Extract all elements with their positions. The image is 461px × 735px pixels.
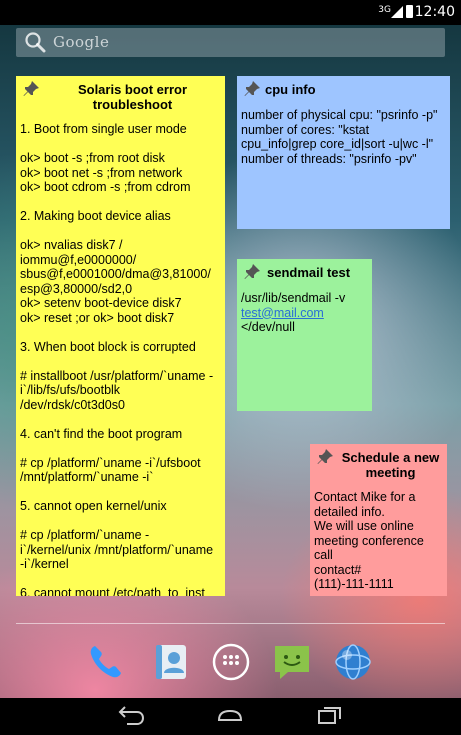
note-title: Solaris boot error troubleshoot [77,82,188,112]
sticky-note-sendmail[interactable]: sendmail test /usr/lib/sendmail -v test@… [237,259,372,411]
sticky-note-meeting[interactable]: Schedule a new meeting Contact Mike for … [310,444,447,596]
google-search-bar[interactable]: Google [16,28,445,57]
pin-icon [317,449,333,464]
signal-strength-icon [391,6,403,18]
browser-icon[interactable] [333,642,373,682]
email-link[interactable]: test@mail.com [241,305,324,320]
note-body: 1. Boot from single user mode ok> boot -… [20,122,214,596]
note-body: number of physical cpu: "psrinfo -p" num… [241,108,438,166]
dock-divider [16,623,445,624]
status-bar: 3G 12:40 [0,0,461,25]
pin-icon [23,81,39,96]
phone-icon[interactable] [86,642,126,682]
note-title: sendmail test [267,265,351,280]
back-icon[interactable] [117,706,145,726]
battery-icon [406,5,413,18]
sticky-note-solaris[interactable]: Solaris boot error troubleshoot 1. Boot … [16,76,225,596]
note-body: Contact Mike for a detailed info. We wil… [314,490,424,591]
note-body: /usr/lib/sendmail -v test@mail.com </dev… [241,291,368,335]
sticky-note-cpu-info[interactable]: cpu info number of physical cpu: "psrinf… [237,76,450,229]
search-label: Google [53,33,110,51]
network-type-label: 3G [378,5,391,15]
navigation-bar [0,698,461,735]
pin-icon [244,264,260,279]
search-icon [25,32,46,53]
recent-apps-icon[interactable] [316,706,344,726]
app-drawer-icon[interactable] [211,642,251,682]
contacts-icon[interactable] [151,642,191,682]
note-body-text: </dev/null [241,305,328,334]
messaging-icon[interactable] [272,642,312,682]
clock: 12:40 [414,4,455,20]
note-title: Schedule a new meeting [341,450,440,480]
pin-icon [244,81,260,96]
note-title: cpu info [265,82,316,97]
note-body-text: /usr/lib/sendmail -v [241,291,349,305]
home-icon[interactable] [216,706,244,726]
